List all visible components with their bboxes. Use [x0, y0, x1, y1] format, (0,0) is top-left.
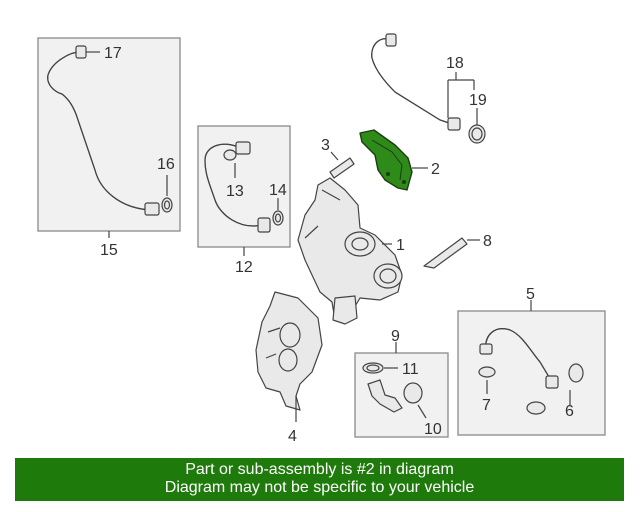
washer-16-inner	[163, 200, 171, 210]
callout-4: 4	[288, 428, 297, 445]
washer-16	[161, 197, 173, 213]
o-ring-5	[568, 363, 584, 383]
stud-3	[329, 157, 355, 179]
callout-5: 5	[526, 286, 535, 303]
callout-19: 19	[469, 92, 487, 109]
callout-14: 14	[269, 182, 287, 199]
bracket-8	[423, 237, 468, 269]
callout-6: 6	[565, 403, 574, 420]
gasket-13	[223, 149, 237, 161]
washer-14-inner	[274, 213, 282, 223]
notice-line-1: Part or sub-assembly is #2 in diagram	[185, 461, 454, 478]
callout-15: 15	[100, 242, 118, 259]
o-ring-7	[478, 366, 496, 378]
callout-2: 2	[431, 161, 440, 178]
fitment-notice-banner: Part or sub-assembly is #2 in diagram Di…	[15, 458, 624, 501]
notice-line-2: Diagram may not be specific to your vehi…	[164, 479, 475, 496]
callout-11: 11	[402, 361, 419, 378]
callout-17: 17	[104, 45, 122, 62]
gasket-11	[362, 362, 384, 374]
callout-1: 1	[396, 237, 405, 254]
coolant-return-tube	[479, 328, 559, 389]
callout-10: 10	[424, 421, 442, 438]
callout-3: 3	[321, 137, 330, 154]
gasket-11-inner	[366, 364, 380, 372]
callout-9: 9	[391, 328, 400, 345]
callout-13: 13	[226, 183, 244, 200]
oil-return-tube	[204, 141, 271, 233]
pipe-fitting-10	[367, 379, 403, 413]
washer-14	[272, 210, 284, 226]
callout-18: 18	[446, 55, 464, 72]
exhaust-manifold-4	[255, 291, 323, 411]
oil-feed-tube	[47, 45, 160, 216]
callout-8: 8	[483, 233, 492, 250]
o-ring-19-inner	[471, 127, 483, 141]
callout-7: 7	[482, 397, 491, 414]
callout-12: 12	[235, 259, 253, 276]
heat-shield-2	[359, 129, 413, 191]
turbocharger-1	[297, 177, 403, 325]
callout-16: 16	[157, 156, 175, 173]
leader-lines	[86, 51, 571, 422]
o-ring-10	[403, 382, 423, 404]
o-ring-6	[526, 401, 546, 415]
subassembly-box-15	[37, 37, 181, 232]
coolant-pipe	[371, 33, 461, 131]
